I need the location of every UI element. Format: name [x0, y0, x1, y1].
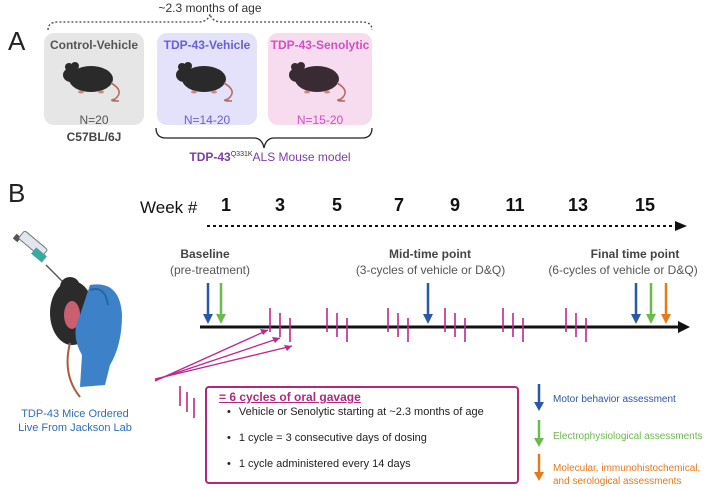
- gavage-item: Vehicle or Senolytic starting at ~2.3 mo…: [227, 406, 484, 418]
- tp-final-sub: (6-cycles of vehicle or D&Q): [548, 263, 698, 277]
- source-label-line2: Live From Jackson Lab: [18, 422, 132, 434]
- week-number: 5: [331, 195, 342, 215]
- week-number: 7: [393, 195, 404, 215]
- source-label: TDP-43 Mice Ordered Live From Jackson La…: [10, 407, 140, 435]
- mid-motor-arrow: [423, 283, 433, 324]
- group-title: TDP-43-Senolytic: [270, 38, 370, 52]
- model-label-suffix: ALS Mouse model: [252, 150, 351, 164]
- gavage-title: = 6 cycles of oral gavage: [219, 390, 361, 404]
- group-title: TDP-43-Vehicle: [163, 38, 251, 52]
- syringe-icon: [12, 230, 69, 288]
- week-axis: [207, 221, 687, 231]
- tp-baseline-title: Baseline: [180, 247, 230, 261]
- legend-arrow-orange-icon: [534, 454, 544, 481]
- timeline-arrowhead: [678, 321, 690, 333]
- model-label-prefix: TDP-43: [189, 150, 231, 164]
- week-number: 9: [449, 195, 460, 215]
- week-number: 3: [274, 195, 285, 215]
- week-number: 11: [505, 195, 525, 215]
- group-title: Control-Vehicle: [49, 38, 138, 52]
- legend-arrow-green-icon: [534, 420, 544, 447]
- week-number: 15: [634, 195, 656, 215]
- legend-molecular: Molecular, immunohistochemical,: [553, 463, 701, 474]
- legend-motor: Motor behavior assessment: [553, 394, 676, 405]
- legend-electro: Electrophysiological assessments: [553, 431, 703, 442]
- group-control-vehicle: Control-Vehicle N=20: [44, 33, 144, 127]
- group-n: N=15-20: [296, 113, 344, 127]
- final-motor-arrow: [631, 283, 641, 324]
- legend-arrows: [534, 384, 544, 481]
- group-n: N=20: [79, 113, 109, 127]
- assessment-arrows: [203, 283, 671, 324]
- pointer-arrow: [154, 345, 293, 380]
- gavage-box: = 6 cycles of oral gavage Vehicle or Sen…: [205, 386, 519, 484]
- group-tdp43-vehicle: TDP-43-Vehicle N=14-20: [157, 33, 257, 127]
- legend-molecular-line2: and serological assessments: [553, 476, 682, 487]
- panel-b-letter: B: [8, 178, 26, 208]
- strain-label: C57BL/6J: [66, 130, 122, 144]
- week-number: 1: [220, 195, 231, 215]
- source-label-line1: TDP-43 Mice Ordered: [21, 408, 129, 420]
- age-bracket: [47, 13, 373, 31]
- mouse-icon: [59, 55, 129, 108]
- week-label: Week #: [140, 198, 198, 217]
- gavage-item: 1 cycle = 3 consecutive days of dosing: [227, 432, 427, 444]
- mouse-icon: [285, 55, 355, 108]
- gavage-illustration: [12, 230, 122, 398]
- group-tdp43-senolytic: TDP-43-Senolytic N=15-20: [268, 33, 372, 127]
- legend-arrow-blue-icon: [534, 384, 544, 411]
- hand-icon: [75, 284, 122, 387]
- pointer-arrows: [154, 329, 293, 382]
- tp-mid-title: Mid-time point: [389, 247, 471, 261]
- gavage-item: 1 cycle administered every 14 days: [227, 458, 411, 470]
- baseline-motor-arrow: [203, 283, 213, 324]
- dose-ticks: [269, 308, 587, 342]
- group-n: N=14-20: [183, 113, 231, 127]
- final-molecular-arrow: [661, 283, 671, 324]
- tp-mid-sub: (3-cycles of vehicle or D&Q): [355, 263, 506, 277]
- baseline-electro-arrow: [216, 283, 226, 324]
- final-electro-arrow: [646, 283, 656, 324]
- gavage-tick-icon: [179, 386, 195, 418]
- model-bracket: [155, 127, 373, 149]
- model-label-sup: Q331K: [230, 151, 253, 158]
- tp-final-title: Final time point: [590, 247, 680, 261]
- age-label: ~2.3 months of age: [158, 1, 262, 15]
- pointer-arrow: [154, 329, 269, 382]
- mouse-icon: [172, 55, 242, 108]
- week-number: 13: [567, 195, 589, 215]
- pointer-arrow: [154, 337, 281, 381]
- tp-baseline-sub: (pre-treatment): [169, 263, 251, 277]
- model-label: TDP-43Q331KALS Mouse model: [160, 150, 380, 164]
- panel-a-letter: A: [8, 26, 26, 56]
